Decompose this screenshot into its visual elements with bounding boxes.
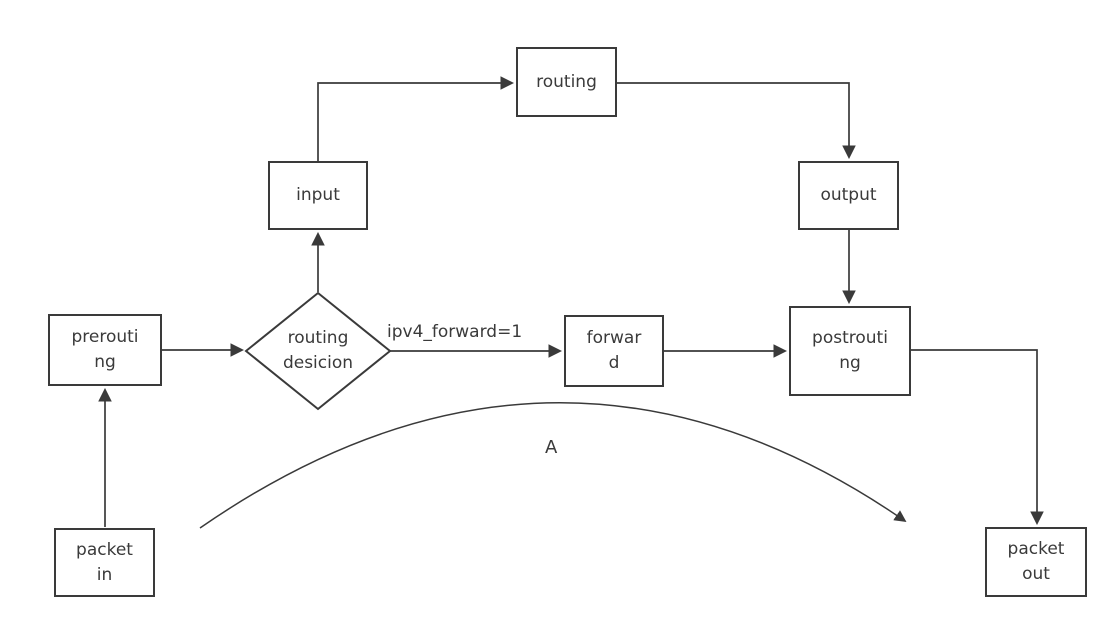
node-input-label: input	[296, 185, 340, 206]
node-routing-label: routing	[536, 71, 597, 92]
node-postrouting-label: postrouti ng	[812, 328, 888, 373]
node-routing: routing	[516, 47, 617, 117]
node-packet-in: packet in	[54, 528, 155, 597]
node-routing-decision-label: routing desicion	[282, 328, 354, 373]
edge-label-ipv4-forward: ipv4_forward=1	[387, 322, 523, 342]
node-output-label: output	[820, 185, 877, 206]
edge-routing-to-output	[617, 82, 856, 160]
node-packet-out-label: packet out	[1007, 539, 1065, 584]
edge-bypass-arc	[199, 402, 907, 529]
node-forward-label: forwar d	[586, 328, 642, 373]
edge-postrouting-to-packet-out	[911, 349, 1044, 526]
edge-label-bypass-a: A	[545, 437, 558, 458]
node-packet-in-label: packet in	[76, 539, 133, 585]
node-postrouting: postrouti ng	[789, 306, 911, 396]
edge-input-to-routing	[317, 76, 515, 161]
node-prerouting: prerouti ng	[48, 314, 162, 386]
node-input: input	[268, 161, 368, 230]
node-prerouting-label: prerouti ng	[71, 327, 139, 372]
node-forward: forwar d	[564, 315, 664, 387]
node-packet-out: packet out	[985, 527, 1087, 597]
node-output: output	[798, 161, 899, 230]
